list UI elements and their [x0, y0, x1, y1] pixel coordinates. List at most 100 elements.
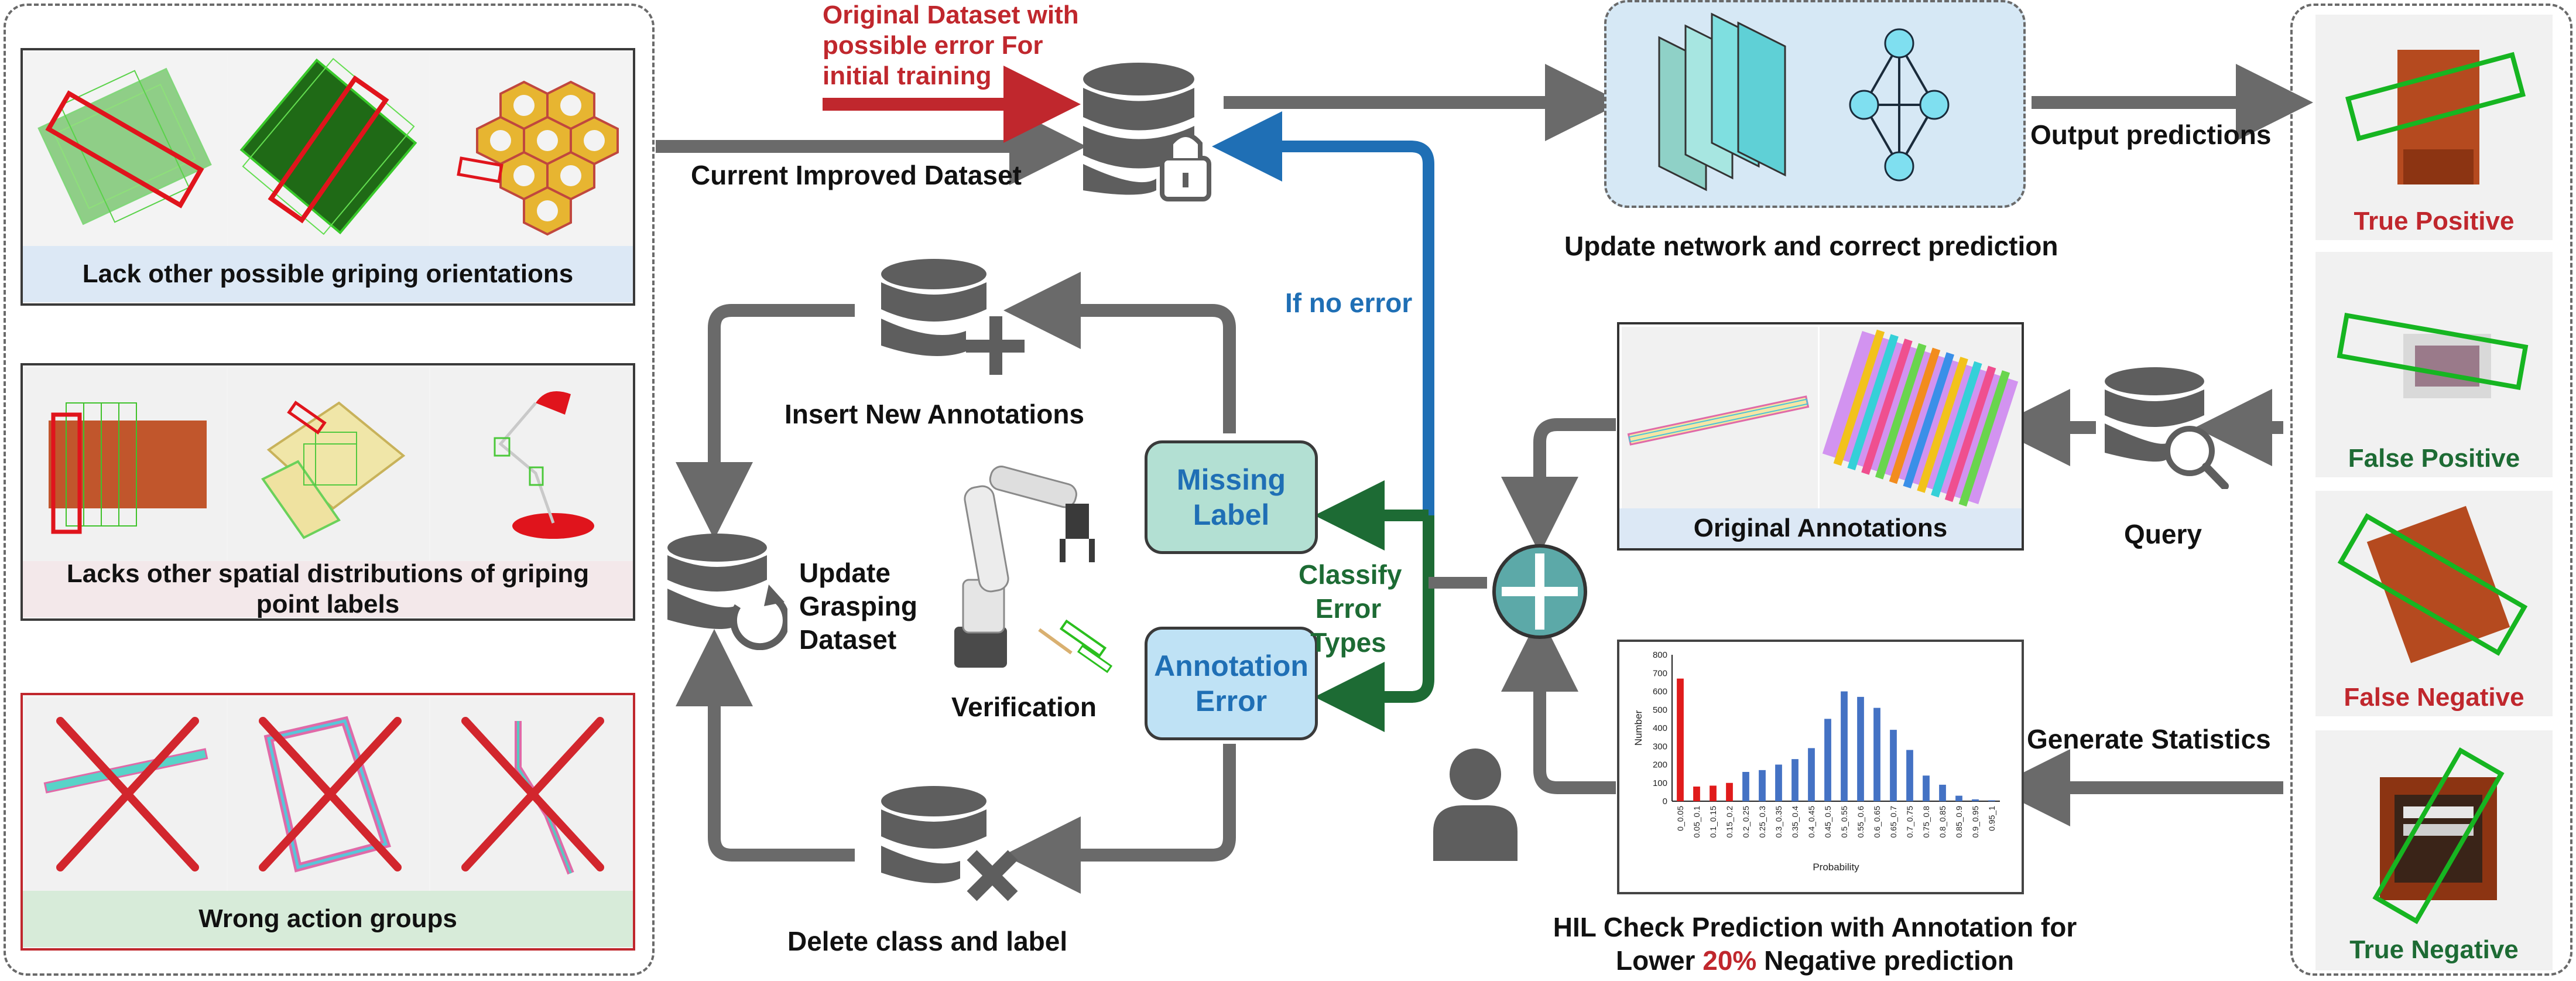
x-tick-label: 0.5_0.55	[1839, 806, 1849, 838]
spatial-image-2	[228, 368, 429, 561]
wrong-action-image-2	[228, 698, 429, 891]
histogram-bar	[1791, 759, 1799, 801]
x-tick-label: 0.85_0.9	[1954, 806, 1964, 838]
x-tick-label: 0.6_0.65	[1872, 806, 1882, 838]
spatial-image-1	[25, 368, 227, 561]
plus-combine-icon	[1492, 544, 1587, 639]
histogram-bar	[1775, 764, 1782, 801]
x-tick-label: 0.9_0.95	[1971, 806, 1980, 838]
histogram-bar	[1726, 782, 1733, 801]
x-tick-label: 0.7_0.75	[1905, 806, 1914, 838]
missing-label-box: Missing Label	[1145, 440, 1318, 554]
true-negative-label: True Negative	[2349, 935, 2519, 964]
y-tick-label: 0	[1663, 797, 1667, 806]
delete-database-icon	[881, 786, 1018, 901]
arrow-insert-to-update	[676, 304, 855, 539]
refresh-database-icon	[667, 534, 787, 650]
hil-line-2: Lower 20% Negative prediction	[1464, 944, 2166, 977]
false-negative-tile: False Negative	[2315, 491, 2553, 716]
y-tick-label: 300	[1653, 741, 1667, 751]
histogram-bar	[1906, 750, 1913, 801]
y-tick-label: 400	[1653, 723, 1667, 733]
histogram-bar	[1857, 696, 1864, 801]
y-tick-label: 700	[1653, 668, 1667, 678]
histogram-bar	[1677, 678, 1684, 801]
false-positive-label: False Positive	[2348, 443, 2520, 473]
true-positive-tile: True Positive	[2315, 15, 2553, 240]
x-tick-label: 0.2_0.25	[1741, 806, 1751, 838]
hil-rest: Negative prediction	[1764, 945, 2014, 976]
wrong-action-panel: Wrong action groups	[20, 693, 635, 951]
annotation-image-2	[1820, 327, 2022, 508]
person-icon	[1433, 748, 1517, 861]
spatial-caption: Lacks other spatial distributions of gri…	[23, 559, 633, 618]
x-tick-label: 0.95_1	[1987, 806, 1996, 831]
histogram-bar	[1742, 772, 1749, 801]
false-positive-tile: False Positive	[2315, 252, 2553, 477]
query-label: Query	[2124, 519, 2202, 549]
robot-arm-image	[954, 466, 1113, 674]
histogram-bar	[1955, 795, 1962, 801]
update-network-label: Update network and correct prediction	[1564, 231, 2058, 261]
x-tick-label: 0.3_0.35	[1774, 806, 1783, 838]
y-axis-label: Number	[1633, 710, 1644, 746]
x-tick-label: 0.05_0.1	[1692, 806, 1701, 838]
x-tick-label: 0.4_0.45	[1807, 806, 1816, 838]
x-tick-label: 0.1_0.15	[1708, 806, 1718, 838]
hil-line-1: HIL Check Prediction with Annotation for	[1553, 912, 2077, 942]
x-tick-label: 0.35_0.4	[1790, 806, 1800, 838]
annotation-error-box: Annotation Error	[1145, 627, 1318, 740]
x-tick-label: 0.75_0.8	[1921, 806, 1931, 838]
x-tick-label: 0.25_0.3	[1758, 806, 1767, 838]
arrow-error-to-delete	[1003, 744, 1236, 894]
arrow-if-no-error	[1212, 111, 1434, 515]
insert-annotations-label: Insert New Annotations	[785, 399, 1084, 429]
histogram-bar	[1873, 707, 1880, 801]
x-tick-label: 0.15_0.2	[1725, 806, 1734, 838]
histogram-bar	[1710, 785, 1717, 801]
arrow-missing-to-insert	[1003, 272, 1236, 433]
orientation-panel: Lack other possible griping orientations	[20, 48, 635, 306]
orientation-image-2	[228, 53, 429, 246]
histogram-bar	[1988, 800, 1995, 801]
x-tick-label: 0.8_0.85	[1938, 806, 1947, 838]
y-tick-label: 600	[1653, 687, 1667, 697]
spatial-panel: Lacks other spatial distributions of gri…	[20, 363, 635, 621]
locked-database-icon	[1083, 63, 1211, 201]
output-predictions-label: Output predictions	[2030, 119, 2272, 150]
cnn-network-icon	[1658, 12, 1950, 192]
x-axis-label: Probability	[1813, 862, 1859, 873]
original-annotations-caption: Original Annotations	[1619, 508, 2022, 548]
y-tick-label: 800	[1653, 650, 1667, 660]
wrong-action-caption: Wrong action groups	[23, 891, 633, 947]
true-positive-label: True Positive	[2354, 206, 2515, 235]
original-dataset-label: Original Dataset with possible error For…	[823, 1, 1079, 90]
histogram-bar	[1841, 691, 1848, 801]
histogram-bar	[1972, 799, 1979, 801]
orientation-caption: Lack other possible griping orientations	[23, 246, 633, 302]
arrow-to-annotation-error	[1314, 515, 1434, 732]
histogram-bar	[1890, 730, 1897, 801]
arrow-annotations-to-plus	[1501, 418, 1616, 554]
verification-label: Verification	[951, 692, 1097, 722]
orientation-image-3	[430, 53, 633, 246]
generate-statistics-label: Generate Statistics	[2027, 724, 2271, 754]
current-dataset-label: Current Improved Dataset	[691, 160, 1022, 190]
arrow-stats-to-plus	[1501, 614, 1616, 794]
histogram-bar	[1693, 787, 1700, 801]
hil-lower: Lower	[1616, 945, 1695, 976]
x-tick-label: 0.65_0.7	[1889, 806, 1898, 838]
histogram-bar	[1824, 719, 1831, 801]
delete-label: Delete class and label	[787, 926, 1068, 956]
histogram-bar	[1808, 748, 1815, 801]
query-database-icon	[2105, 367, 2229, 489]
hil-percent: 20%	[1703, 945, 1757, 976]
histogram-bar	[1939, 784, 1946, 801]
wrong-action-image-1	[25, 698, 227, 891]
orientation-image-1	[25, 53, 227, 246]
false-negative-label: False Negative	[2344, 682, 2524, 712]
classify-error-label: Classify Error Types	[1299, 559, 1402, 658]
histogram-bar	[1759, 770, 1766, 801]
